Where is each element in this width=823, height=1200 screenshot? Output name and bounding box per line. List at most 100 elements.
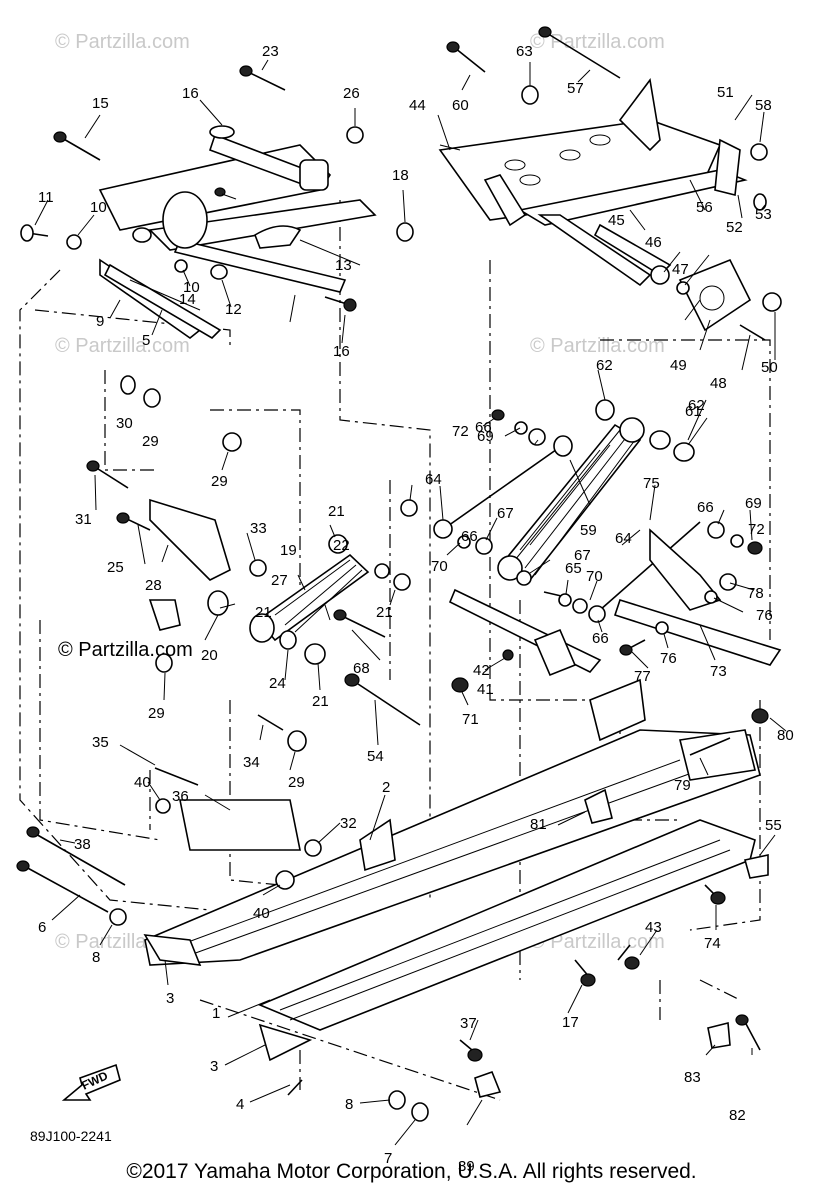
callout-number: 80	[777, 727, 794, 744]
callout-number: 6	[38, 919, 46, 936]
callout-number: 20	[201, 647, 218, 664]
callout-number: 58	[755, 97, 772, 114]
callout-number: 37	[460, 1015, 477, 1032]
callout-number: 29	[148, 705, 165, 722]
callout-number: 83	[684, 1069, 701, 1086]
callout-number: 16	[182, 85, 199, 102]
callout-number: 32	[340, 815, 357, 832]
callout-number: 72	[748, 521, 765, 538]
callout-number: 59	[580, 522, 597, 539]
callout-number: 76	[660, 650, 677, 667]
callout-number: 73	[710, 663, 727, 680]
callout-number: 62	[688, 397, 705, 414]
callout-number: 8	[92, 949, 100, 966]
callout-number: 29	[211, 473, 228, 490]
callout-number: 57	[567, 80, 584, 97]
callout-number: 52	[726, 219, 743, 236]
callout-number: 44	[409, 97, 426, 114]
callout-number: 41	[477, 681, 494, 698]
callout-number: 36	[172, 788, 189, 805]
callout-number: 9	[96, 313, 104, 330]
callout-number: 72	[452, 423, 469, 440]
callout-number: 79	[674, 777, 691, 794]
callout-number: 29	[288, 774, 305, 791]
callout-number: 33	[250, 520, 267, 537]
callout-number: 19	[280, 542, 297, 559]
front-arm-assembly	[98, 125, 377, 340]
callout-number: 51	[717, 84, 734, 101]
callout-number: 50	[761, 359, 778, 376]
callout-number: 47	[672, 261, 689, 278]
callout-number: 66	[461, 528, 478, 545]
fwd-arrow: FWD	[61, 1063, 121, 1101]
callout-number: 4	[236, 1096, 244, 1113]
watermark-text: © Partzilla.com	[55, 335, 190, 357]
callout-number: 48	[710, 375, 727, 392]
callout-number: 5	[142, 332, 150, 349]
callout-number: 61	[685, 403, 702, 420]
callout-number: 42	[473, 662, 490, 679]
callout-number: 25	[107, 559, 124, 576]
callout-number: 70	[431, 558, 448, 575]
callout-number: 10	[183, 279, 200, 296]
callout-number: 63	[516, 43, 533, 60]
rear-frame-assembly	[438, 78, 752, 332]
callout-number: 65	[565, 560, 582, 577]
callout-number: 66	[475, 419, 492, 436]
callout-number: 21	[376, 604, 393, 621]
callout-number: 49	[670, 357, 687, 374]
slide-rails	[143, 678, 761, 1062]
rear-shock-assembly	[444, 417, 782, 677]
callout-number: 10	[90, 199, 107, 216]
callout-number: 66	[592, 630, 609, 647]
callout-number: 21	[328, 503, 345, 520]
callout-number: 76	[756, 607, 773, 624]
copyright-notice: ©2017 Yamaha Motor Corporation, U.S.A. A…	[126, 1160, 697, 1183]
callout-number: 13	[335, 257, 352, 274]
callout-number: 21	[255, 604, 272, 621]
callout-number: 14	[179, 291, 196, 308]
callout-number: 70	[586, 568, 603, 585]
callout-number: 66	[697, 499, 714, 516]
callout-number: 23	[262, 43, 279, 60]
callout-number: 31	[75, 511, 92, 528]
callout-number: 40	[134, 774, 151, 791]
callout-labels: 1233456788910101112131415161617181920212…	[38, 43, 794, 1175]
callout-number: 27	[271, 572, 288, 589]
callout-number: 74	[704, 935, 721, 952]
front-shock-assembly	[148, 498, 370, 643]
callout-number: 3	[210, 1058, 218, 1075]
callout-number: 75	[643, 475, 660, 492]
callout-number: 81	[530, 816, 547, 833]
callout-number: 18	[392, 167, 409, 184]
callout-number: 56	[696, 199, 713, 216]
callout-number: 67	[574, 547, 591, 564]
watermarks: © Partzilla.com © Partzilla.com © Partzi…	[55, 31, 665, 953]
callout-number: 28	[145, 577, 162, 594]
callout-number: 29	[142, 433, 159, 450]
callout-number: 64	[615, 530, 632, 547]
callout-number: 2	[382, 779, 390, 796]
callout-number: 45	[608, 212, 625, 229]
callout-number: 21	[312, 693, 329, 710]
drawing-code: 89J100-2241	[30, 1128, 112, 1144]
callout-number: 11	[38, 189, 54, 206]
watermark-text: © Partzilla.com	[530, 931, 665, 953]
callout-number: 40	[253, 905, 270, 922]
watermark-text: © Partzilla.com	[530, 31, 665, 53]
callout-number: 39	[458, 1158, 475, 1175]
callout-number: 69	[745, 495, 762, 512]
callout-number: 7	[384, 1150, 392, 1167]
callout-number: 43	[645, 919, 662, 936]
leader-lines	[34, 59, 787, 1146]
callout-number: 69	[477, 428, 494, 445]
callout-number: 34	[243, 754, 260, 771]
callout-number: 67	[497, 505, 514, 522]
callout-number: 24	[269, 675, 286, 692]
callout-number: 16	[333, 343, 350, 360]
callout-number: 54	[367, 748, 384, 765]
callout-number: 35	[92, 734, 109, 751]
callout-number: 82	[729, 1107, 746, 1124]
callout-number: 3	[166, 990, 174, 1007]
